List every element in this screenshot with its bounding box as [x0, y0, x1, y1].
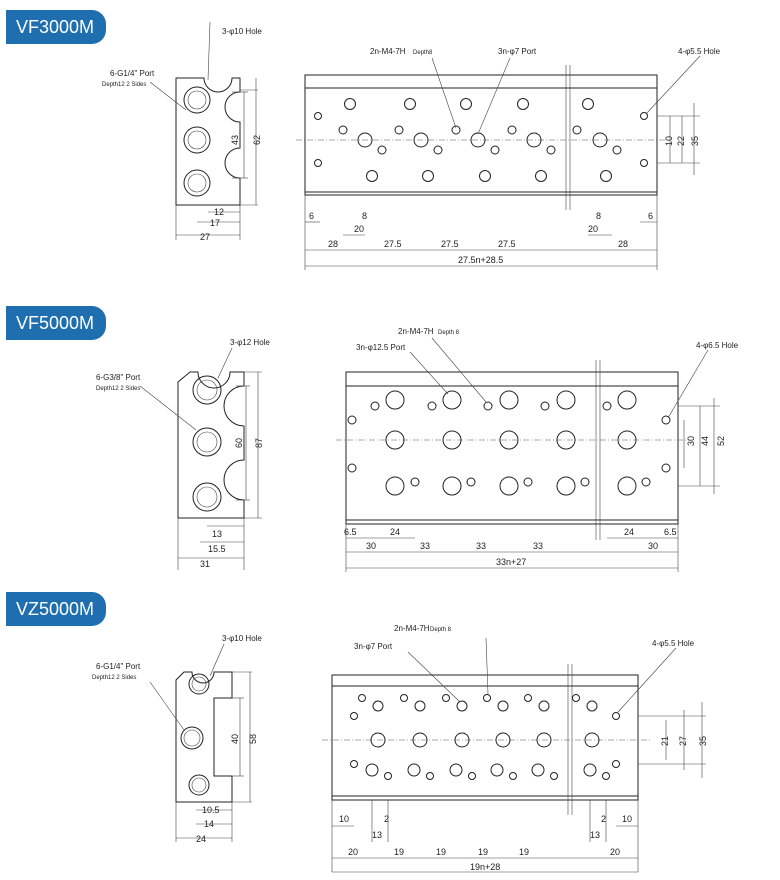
vf3000m-side-dim-17: 17 — [210, 218, 220, 228]
vz5000m-small-dim: 10 — [622, 814, 632, 824]
vz5000m-side-port-label: 6-G1/4" Port — [96, 662, 141, 671]
vz5000m-pitch-dim: 20 — [610, 847, 620, 857]
vz5000m-pitch-dim: 20 — [348, 847, 358, 857]
vf5000m-side-port-depth: Depth12 2 Sides — [96, 386, 140, 392]
vz5000m-side-view — [149, 643, 252, 842]
vf3000m-pitch-dim: 28 — [328, 239, 338, 249]
vf5000m-right-dim-52: 52 — [716, 436, 726, 446]
vz5000m-side-port-depth: Depth12 2 Sides — [92, 675, 136, 681]
vf3000m-small-dim: 6 — [309, 211, 314, 221]
section-title-vf3000m: VF3000M — [6, 10, 107, 44]
vf3000m-small-dim: 6 — [648, 211, 653, 221]
vf3000m-small-dim: 20 — [354, 224, 364, 234]
vf5000m-pitch-dim: 33 — [476, 541, 486, 551]
vf5000m-drawing: 3-φ12 Hole 6-G3/8" Port Depth12 2 Sides … — [96, 327, 739, 572]
vf5000m-port-label: 3n-φ12.5 Port — [356, 343, 406, 352]
vf3000m-small-dim: 8 — [596, 211, 601, 221]
vf5000m-side-dim-87: 87 — [254, 438, 264, 448]
vf3000m-side-port-label: 6-G1/4" Port — [110, 69, 155, 78]
vf3000m-tap-label: 2n-M4-7H — [370, 47, 406, 56]
vz5000m-small-dim: 2 — [384, 814, 389, 824]
vf5000m-total-dim: 33n+27 — [496, 557, 526, 567]
vf3000m-tap-depth: Depth8 — [413, 50, 433, 56]
vf3000m-side-dim-12: 12 — [214, 207, 224, 217]
vf5000m-small-dim: 24 — [390, 527, 400, 537]
vf5000m-tap-label: 2n-M4-7H — [398, 327, 434, 336]
vz5000m-tap-label: 2n-M4-7H — [394, 624, 430, 633]
section-title-vf5000m: VF5000M — [6, 306, 107, 340]
vf5000m-pitch-dim: 30 — [648, 541, 658, 551]
vf3000m-pitch-dim: 27.5 — [384, 239, 402, 249]
vf3000m-right-dim-22: 22 — [676, 136, 686, 146]
vf5000m-right-dim-30: 30 — [686, 436, 696, 446]
vf5000m-side-dim-15-5: 15.5 — [208, 544, 226, 554]
vf3000m-small-dim: 20 — [588, 224, 598, 234]
vf5000m-right-dim-44: 44 — [700, 436, 710, 446]
vz5000m-side-dim-10-5: 10.5 — [202, 805, 220, 815]
vz5000m-right-dim-27: 27 — [678, 736, 688, 746]
vf5000m-side-view — [139, 347, 262, 570]
vf5000m-small-dim: 6.5 — [664, 527, 677, 537]
vf3000m-pitch-dim: 28 — [618, 239, 628, 249]
vf3000m-pitch-dim: 27.5 — [498, 239, 516, 249]
vz5000m-tap-depth: Depth 8 — [430, 627, 452, 633]
vf3000m-side-dim-43: 43 — [230, 135, 240, 145]
vf5000m-pitch-dim: 33 — [420, 541, 430, 551]
vf5000m-tap-depth: Depth 8 — [438, 330, 460, 336]
vf5000m-small-dim: 6.5 — [344, 527, 357, 537]
vz5000m-small-dim: 13 — [590, 830, 600, 840]
vf3000m-side-dim-27: 27 — [200, 232, 210, 242]
vz5000m-right-dim-35: 35 — [698, 736, 708, 746]
vz5000m-side-dim-24: 24 — [196, 834, 206, 844]
vf5000m-side-hole-label: 3-φ12 Hole — [230, 338, 270, 347]
vf3000m-side-dim-62: 62 — [252, 135, 262, 145]
vz5000m-pitch-dim: 19 — [519, 847, 529, 857]
vf3000m-pitch-dim: 27.5 — [441, 239, 459, 249]
vf3000m-side-port-depth: Depth12 2 Sides — [102, 82, 146, 88]
section-title-vz5000m: VZ5000M — [6, 592, 107, 626]
vz5000m-small-dim: 10 — [339, 814, 349, 824]
vf3000m-small-dim: 8 — [362, 211, 367, 221]
vf5000m-pitch-dim: 33 — [533, 541, 543, 551]
vz5000m-total-dim: 19n+28 — [470, 862, 500, 872]
vz5000m-pitch-dim: 19 — [478, 847, 488, 857]
vz5000m-side-dim-14: 14 — [204, 819, 214, 829]
vz5000m-side-dim-40: 40 — [230, 734, 240, 744]
vz5000m-hole-label: 4-φ5.5 Hole — [652, 639, 695, 648]
vf5000m-side-dim-13: 13 — [212, 529, 222, 539]
vf3000m-port-label: 3n-φ7 Port — [498, 47, 537, 56]
vz5000m-pitch-dim: 19 — [394, 847, 404, 857]
vf3000m-right-dim-35: 35 — [690, 136, 700, 146]
vz5000m-front-view — [322, 637, 706, 873]
vf5000m-side-dim-31: 31 — [200, 559, 210, 569]
vf5000m-side-dim-60: 60 — [234, 438, 244, 448]
vf3000m-drawing: 3-φ10 Hole 6-G1/4" Port Depth12 2 Sides … — [102, 21, 721, 270]
vz5000m-port-label: 3n-φ7 Port — [354, 642, 393, 651]
vz5000m-right-dim-21: 21 — [660, 736, 670, 746]
vf5000m-hole-label: 4-φ6.5 Hole — [696, 341, 739, 350]
vf5000m-small-dim: 24 — [624, 527, 634, 537]
vz5000m-drawing: 3-φ10 Hole 6-G1/4" Port Depth12 2 Sides … — [92, 624, 708, 873]
vz5000m-small-dim: 13 — [372, 830, 382, 840]
vf3000m-right-dim-10: 10 — [664, 136, 674, 146]
vz5000m-pitch-dim: 19 — [436, 847, 446, 857]
vf5000m-front-view — [336, 337, 720, 572]
vf5000m-pitch-dim: 30 — [366, 541, 376, 551]
vf3000m-hole-label: 4-φ5.5 Hole — [678, 47, 721, 56]
vz5000m-small-dim: 2 — [601, 814, 606, 824]
vz5000m-side-hole-label: 3-φ10 Hole — [222, 634, 262, 643]
vz5000m-side-dim-58: 58 — [248, 734, 258, 744]
vf3000m-side-hole-label: 3-φ10 Hole — [222, 27, 262, 36]
vf3000m-side-view — [149, 21, 258, 240]
vf3000m-front-view — [296, 55, 701, 270]
vf3000m-total-dim: 27.5n+28.5 — [458, 255, 503, 265]
vf5000m-side-port-label: 6-G3/8" Port — [96, 373, 141, 382]
